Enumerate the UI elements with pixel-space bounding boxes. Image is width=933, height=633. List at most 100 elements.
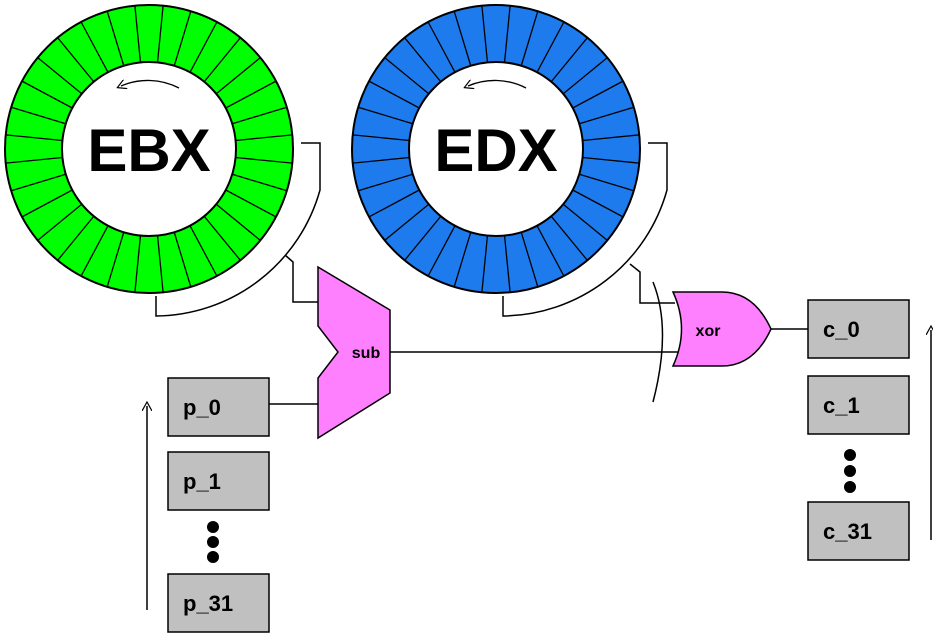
ebx-segment-divider [134,5,142,63]
edx-segment-divider [352,134,410,142]
ebx-segment-divider [80,225,109,277]
ebx-segment-divider [232,173,287,192]
ebx-center [61,61,237,237]
p1-box [167,451,270,511]
xor-gate-body [671,291,772,367]
edx-to-xor-wire [629,263,675,304]
ebx-segment-divider [156,235,164,293]
ebx-label: EBX [87,117,210,184]
edx-segment-divider [358,106,413,125]
edx-segment-divider [536,225,565,277]
edx-segment-divider [562,57,608,95]
ebx-segment-divider [203,37,241,83]
edx-segment-divider [550,215,588,261]
edx-segment-divider [582,134,640,142]
ebx-segment-divider [215,57,261,95]
edx-segment-divider [579,173,634,192]
sub-label: sub [352,345,381,362]
edx-segment-divider [384,203,430,241]
xor-label: xor [696,323,721,340]
rotation-arrow-icon [468,80,527,88]
ebx-segment-divider [225,189,277,218]
edx-segment-divider [503,235,511,293]
p1-label: p_1 [183,469,221,494]
ebx-segment-divider [11,173,66,192]
c0-box [807,299,910,359]
edx-segment-divider [536,21,565,73]
edx-segment-divider [404,37,442,83]
ebx-segment-divider [106,11,125,66]
p0-label: p_0 [183,395,221,420]
ebx-segment-divider [5,134,63,142]
ebx-segment-divider [189,225,218,277]
rotation-arrow-icon [121,80,180,88]
ebx-segment-divider [173,11,192,66]
plaintext-column: p_0 p_1 p_31 [147,377,270,633]
ciphertext-column: c_0 c_1 c_31 [807,299,931,561]
ebx-segment-divider [21,80,73,109]
ebx-register-wheel: EBX [4,4,294,294]
ebx-segment-divider [11,106,66,125]
xor-gate: xor [652,281,772,403]
ebx-segment-divider [203,215,241,261]
ebx-segment-divider [232,106,287,125]
edx-segment-divider [550,37,588,83]
edx-segment-divider [520,11,539,66]
ebx-segment-divider [173,232,192,287]
ebx-segment-divider [235,134,293,142]
ebx-segment-divider [106,232,125,287]
edx-segment-divider [368,80,420,109]
ciphertext-ellipsis-icon [844,449,856,493]
p0-box [167,377,270,437]
ebx-segment-divider [37,203,83,241]
plaintext-ellipsis-icon [207,521,219,563]
edx-center [408,61,584,237]
edx-output-bracket [502,142,668,317]
ebx-segment-divider [156,5,164,63]
xor-input-curve [652,281,664,403]
sub-gate: sub [317,265,391,440]
edx-segment-divider [562,203,608,241]
ebx-segment-divider [225,80,277,109]
edx-segment-divider [368,189,420,218]
edx-segment-divider [481,235,489,293]
ebx-segment-divider [80,21,109,73]
c31-label: c_31 [823,519,872,544]
ebx-to-sub-wire [284,254,318,303]
ebx-segment-divider [134,235,142,293]
ebx-bit-segments [5,5,293,293]
edx-segment-divider [582,156,640,164]
edx-segment-divider [453,232,472,287]
edx-segment-divider [453,11,472,66]
edx-segment-divider [384,57,430,95]
ebx-segment-divider [215,203,261,241]
edx-segment-divider [579,106,634,125]
c1-label: c_1 [823,393,860,418]
p31-box [167,573,270,633]
ebx-segment-divider [235,156,293,164]
c0-label: c_0 [823,317,860,342]
ebx-segment-divider [5,156,63,164]
c31-box [807,501,910,561]
edx-segment-divider [352,156,410,164]
edx-label: EDX [434,117,557,184]
edx-segment-divider [358,173,413,192]
ebx-segment-divider [57,37,95,83]
p31-label: p_31 [183,591,233,616]
sub-gate-body [317,265,391,440]
c1-box [807,375,910,435]
edx-bit-segments [352,5,640,293]
edx-segment-divider [427,225,456,277]
edx-segment-divider [427,21,456,73]
edx-segment-divider [481,5,489,63]
ebx-segment-divider [37,57,83,95]
edx-segment-divider [503,5,511,63]
ebx-segment-divider [57,215,95,261]
wires [269,254,808,405]
edx-segment-divider [572,80,624,109]
ebx-output-bracket [155,142,321,317]
ebx-segment-divider [189,21,218,73]
edx-segment-divider [404,215,442,261]
edx-segment-divider [572,189,624,218]
